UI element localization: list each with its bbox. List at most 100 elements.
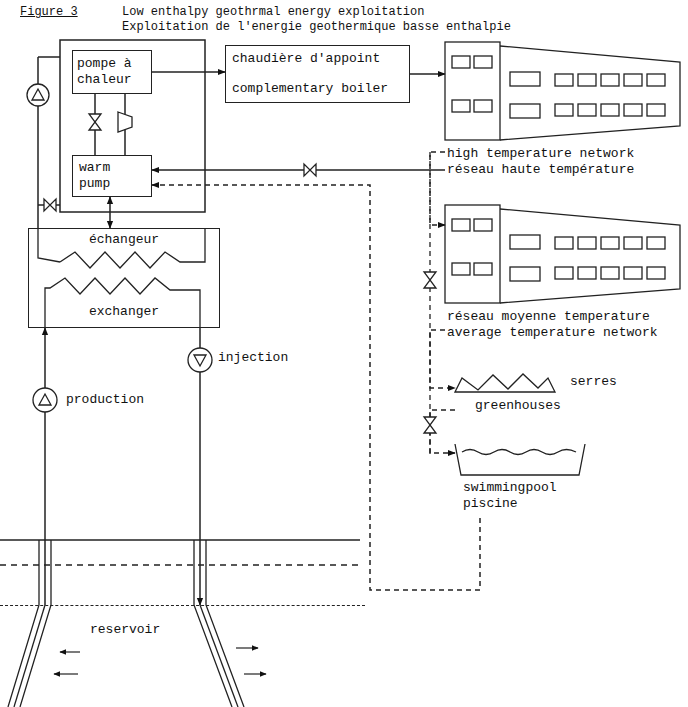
- building-illustration: [445, 42, 500, 140]
- exchanger-coils: [60, 228, 205, 268]
- node-text: swimmingpool piscine: [463, 480, 573, 512]
- building-illustration: [555, 74, 573, 86]
- pipe-connector: [410, 73, 445, 75]
- boiler-box: chaudière d'appoint complementary boiler: [225, 45, 410, 103]
- circulation-loop: [38, 57, 60, 228]
- valve-symbol: [44, 199, 56, 211]
- circulation-pump-symbol: [27, 84, 49, 106]
- swimming-pool-illustration: [462, 450, 576, 455]
- ground-line: [0, 539, 360, 541]
- network-pipe: [152, 185, 480, 590]
- exchanger-coils: [45, 278, 200, 328]
- distribution-trunk: [429, 152, 430, 455]
- well-pump-symbol: [39, 394, 51, 405]
- well-pump-symbol: [188, 348, 212, 372]
- building-illustration: [474, 56, 492, 68]
- node-text: exchanger: [89, 304, 159, 320]
- circulation-pump-symbol: [32, 89, 44, 100]
- building-illustration: [647, 104, 665, 116]
- building-illustration: [624, 74, 642, 86]
- building-illustration: [624, 104, 642, 116]
- pipe-connector: [152, 71, 225, 73]
- circulation-loop: [38, 56, 60, 58]
- expansion-valve-symbol: [89, 114, 101, 130]
- heat-pump-enclosure: [60, 40, 205, 212]
- greenhouse-illustration: [455, 374, 555, 392]
- reservoir-flow-arrow: [244, 673, 266, 674]
- well-pump-symbol: [194, 355, 206, 366]
- swimming-pool: swimmingpool piscine: [455, 438, 605, 518]
- figure-title: Low enthalpy geothrmal energy exploitati…: [122, 5, 514, 35]
- building: réseau moyenne temperature average tempe…: [445, 205, 680, 350]
- heat-exchanger: échangeur exchanger: [28, 228, 220, 328]
- building-illustration: [647, 74, 665, 86]
- node-text: chaudière d'appoint: [232, 51, 380, 67]
- building-illustration: [445, 42, 680, 140]
- compressor-symbol: [118, 112, 132, 132]
- heat-pump-box: pompe à chaleur: [72, 50, 152, 94]
- expansion-valve-symbol: [89, 114, 101, 130]
- heat-pump-box: warm pump: [72, 155, 152, 197]
- greenhouse-illustration: [455, 374, 555, 392]
- exchanger-coils: [38, 228, 205, 328]
- node-text: warm pump: [79, 160, 129, 192]
- well-label: injection: [216, 350, 290, 366]
- valve-symbol: [424, 272, 436, 288]
- building-illustration: [474, 100, 492, 112]
- node-text: serres: [570, 374, 617, 390]
- reservoir-flow-arrow: [54, 673, 78, 674]
- reservoir-layer: reservoir: [0, 605, 365, 707]
- building-illustration: [601, 104, 619, 116]
- building-illustration: [510, 104, 540, 118]
- well-casing: [14, 605, 45, 707]
- building-illustration: [578, 104, 596, 116]
- heat-pump-enclosure: [60, 40, 205, 212]
- valve-symbol: [424, 417, 436, 433]
- building-illustration: [452, 56, 470, 68]
- valve-symbol: [304, 164, 316, 176]
- swimming-pool-illustration: [455, 444, 585, 475]
- reservoir-flow-arrow: [236, 647, 258, 648]
- greenhouse: serres greenhouses: [455, 368, 625, 420]
- building-illustration: [578, 74, 596, 86]
- node-text: reservoir: [90, 622, 160, 638]
- figure-number: Figure 3: [20, 5, 78, 20]
- well-casing: [8, 540, 39, 707]
- node-text: réseau moyenne temperature average tempe…: [447, 309, 662, 341]
- building-illustration: [601, 74, 619, 86]
- valve-symbol: [424, 272, 436, 433]
- well-casing: [20, 540, 51, 707]
- exchanger-coils: [38, 228, 60, 262]
- pipe-connector: [44, 328, 46, 605]
- well-casing: [8, 540, 244, 707]
- well-pump-symbol: [33, 388, 57, 412]
- well-casing: [200, 605, 238, 707]
- distribution-trunk: [429, 152, 430, 455]
- node-text: échangeur: [89, 232, 159, 248]
- reservoir-flow-arrow: [60, 651, 80, 652]
- node-text: pompe à chaleur: [77, 56, 147, 88]
- building-illustration: [452, 100, 470, 112]
- well-casing: [206, 540, 244, 707]
- compressor-symbol: [118, 112, 132, 132]
- strata-line: [0, 564, 360, 565]
- node-text: greenhouses: [475, 398, 561, 414]
- well-label: production: [64, 392, 146, 408]
- circulation-pump-symbol: [27, 84, 49, 106]
- building-illustration: [555, 104, 573, 116]
- strata-line: [0, 564, 360, 565]
- node-text: complementary boiler: [232, 81, 388, 97]
- node-text: high temperature network réseau haute te…: [447, 146, 652, 178]
- circulation-loop: [37, 57, 39, 228]
- building: high temperature network réseau haute te…: [445, 42, 680, 182]
- building-illustration: [500, 46, 680, 140]
- building-illustration: [445, 205, 680, 303]
- pipe-connector: [152, 169, 445, 171]
- building-illustration: [510, 72, 540, 86]
- swimming-pool-illustration: [455, 444, 585, 475]
- network-pipe: [430, 152, 445, 225]
